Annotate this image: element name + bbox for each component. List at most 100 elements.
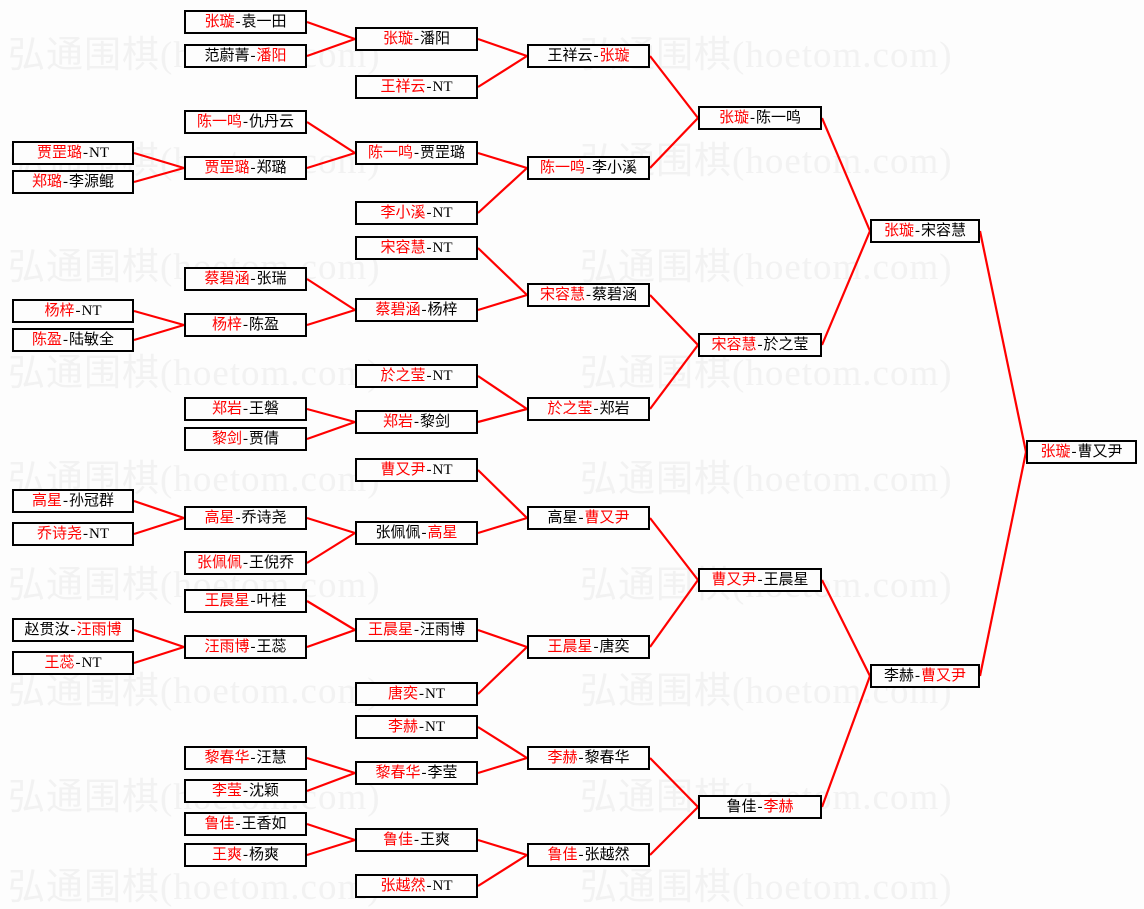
player-separator: - (426, 877, 432, 894)
player-separator: - (75, 654, 81, 671)
player-left: 杨梓 (44, 302, 75, 319)
bracket-connector (133, 499, 185, 520)
player-left: 蔡碧涵 (375, 301, 421, 318)
bracket-connector (477, 37, 528, 58)
match-box[interactable]: 王祥云-张璇 (527, 44, 650, 68)
match-box[interactable]: 鲁佳-张越然 (527, 843, 650, 867)
match-box[interactable]: 蔡碧涵-张瑞 (184, 267, 307, 291)
player-left: 陈一鸣 (539, 159, 585, 176)
match-box[interactable]: 张佩佩-高星 (355, 521, 478, 545)
match-box[interactable]: 王祥云-NT (355, 75, 478, 99)
match-box[interactable]: 王晨星-唐奕 (527, 635, 650, 659)
match-box[interactable]: 李莹-沈颖 (184, 779, 307, 803)
match-box[interactable]: 黎春华-汪慧 (184, 746, 307, 770)
match-box[interactable]: 贾罡璐-NT (12, 141, 134, 165)
match-box[interactable]: 鲁佳-王爽 (355, 828, 478, 852)
player-separator: - (915, 222, 920, 239)
player-left: 汪雨博 (204, 638, 250, 655)
match-box[interactable]: 张璇-袁一田 (184, 10, 307, 34)
bracket-connector (133, 516, 185, 536)
match-box[interactable]: 贾罡璐-郑璐 (184, 156, 307, 180)
player-right: 王磐 (249, 400, 280, 417)
bracket-connector (133, 645, 185, 665)
match-box[interactable]: 宋容慧-於之莹 (698, 333, 822, 357)
player-separator: - (426, 367, 432, 384)
match-box[interactable]: 张璇-曹又尹 (1026, 440, 1137, 464)
match-box[interactable]: 郑岩-王磐 (184, 397, 307, 421)
match-box[interactable]: 高星-孙冠群 (12, 489, 134, 513)
match-box[interactable]: 於之莹-郑岩 (527, 397, 650, 421)
match-box[interactable]: 宋容慧-蔡碧涵 (527, 283, 650, 307)
match-box[interactable]: 高星-乔诗尧 (184, 506, 307, 530)
player-right: NT (425, 685, 445, 702)
player-separator: - (426, 461, 432, 478)
player-left: 鲁佳 (547, 846, 578, 863)
player-separator: - (586, 159, 591, 176)
match-box[interactable]: 李赫-曹又尹 (870, 664, 980, 688)
match-box[interactable]: 张璇-宋容慧 (870, 219, 980, 243)
player-separator: - (1071, 443, 1077, 460)
player-left: 陈一鸣 (196, 113, 242, 130)
bracket-connector (978, 451, 1028, 677)
player-right: 高星 (427, 524, 458, 541)
match-box[interactable]: 李赫-NT (355, 715, 478, 739)
match-box[interactable]: 赵贯汝-汪雨博 (12, 618, 134, 642)
player-left: 李赫 (883, 667, 914, 684)
match-box[interactable]: 曹又尹-王晨星 (698, 568, 822, 592)
match-box[interactable]: 陈盈-陆敏全 (12, 328, 134, 352)
player-separator: - (593, 47, 599, 64)
match-box[interactable]: 鲁佳-李赫 (698, 795, 822, 819)
player-separator: - (593, 638, 599, 655)
match-box[interactable]: 陈一鸣-贾罡璐 (355, 141, 478, 165)
match-box[interactable]: 张越然-NT (355, 874, 478, 898)
match-box[interactable]: 李小溪-NT (355, 201, 478, 225)
match-box[interactable]: 宋容慧-NT (355, 236, 478, 260)
match-box[interactable]: 黎春华-李莹 (355, 761, 478, 785)
match-box[interactable]: 蔡碧涵-杨梓 (355, 298, 478, 322)
player-right: 郑璐 (256, 159, 287, 176)
bracket-connector (133, 151, 185, 170)
player-separator: - (750, 109, 755, 126)
player-right: NT (432, 461, 453, 478)
player-right: 曹又尹 (584, 509, 630, 526)
match-box[interactable]: 郑璐-李源鲲 (12, 170, 134, 194)
match-box[interactable]: 张璇-陈一鸣 (698, 106, 822, 130)
match-box[interactable]: 王晨星-叶桂 (184, 589, 307, 613)
player-left: 於之莹 (547, 400, 593, 417)
bracket-connector (477, 646, 528, 695)
match-box[interactable]: 张璇-潘阳 (355, 27, 478, 51)
player-right: 潘阳 (256, 47, 287, 64)
match-box[interactable]: 杨梓-NT (12, 299, 134, 323)
match-box[interactable]: 张佩佩-王倪乔 (184, 551, 307, 575)
match-box[interactable]: 李赫-黎春华 (527, 746, 650, 770)
player-right: NT (432, 239, 453, 256)
match-box[interactable]: 王晨星-汪雨博 (355, 618, 478, 642)
match-box[interactable]: 杨梓-陈盈 (184, 313, 307, 337)
match-box[interactable]: 唐奕-NT (355, 682, 478, 706)
match-box[interactable]: 曹又尹-NT (355, 458, 478, 482)
player-right: 汪雨博 (76, 621, 122, 638)
match-box[interactable]: 黎剑-贾倩 (184, 427, 307, 451)
match-box[interactable]: 郑岩-黎剑 (355, 410, 478, 434)
player-separator: - (243, 554, 248, 571)
player-left: 赵贯汝 (24, 621, 70, 638)
match-box[interactable]: 陈一鸣-仇丹云 (184, 110, 307, 134)
player-right: 唐奕 (599, 638, 630, 655)
match-box[interactable]: 高星-曹又尹 (527, 506, 650, 530)
player-left: 曹又尹 (380, 461, 426, 478)
player-separator: - (915, 667, 920, 684)
match-box[interactable]: 於之莹-NT (355, 364, 478, 388)
bracket-connector (477, 247, 528, 296)
bracket-connector (306, 838, 356, 857)
match-box[interactable]: 陈一鸣-李小溪 (527, 156, 650, 180)
match-box[interactable]: 王蕊-NT (12, 651, 134, 675)
bracket-connector (649, 579, 699, 648)
match-box[interactable]: 范蔚菁-潘阳 (184, 44, 307, 68)
match-box[interactable]: 鲁佳-王香如 (184, 812, 307, 836)
match-box[interactable]: 王爽-杨爽 (184, 843, 307, 867)
player-right: 王香如 (241, 815, 287, 832)
player-left: 王爽 (211, 846, 242, 863)
player-separator: - (63, 492, 68, 509)
match-box[interactable]: 乔诗尧-NT (12, 522, 134, 546)
match-box[interactable]: 汪雨博-王蕊 (184, 635, 307, 659)
